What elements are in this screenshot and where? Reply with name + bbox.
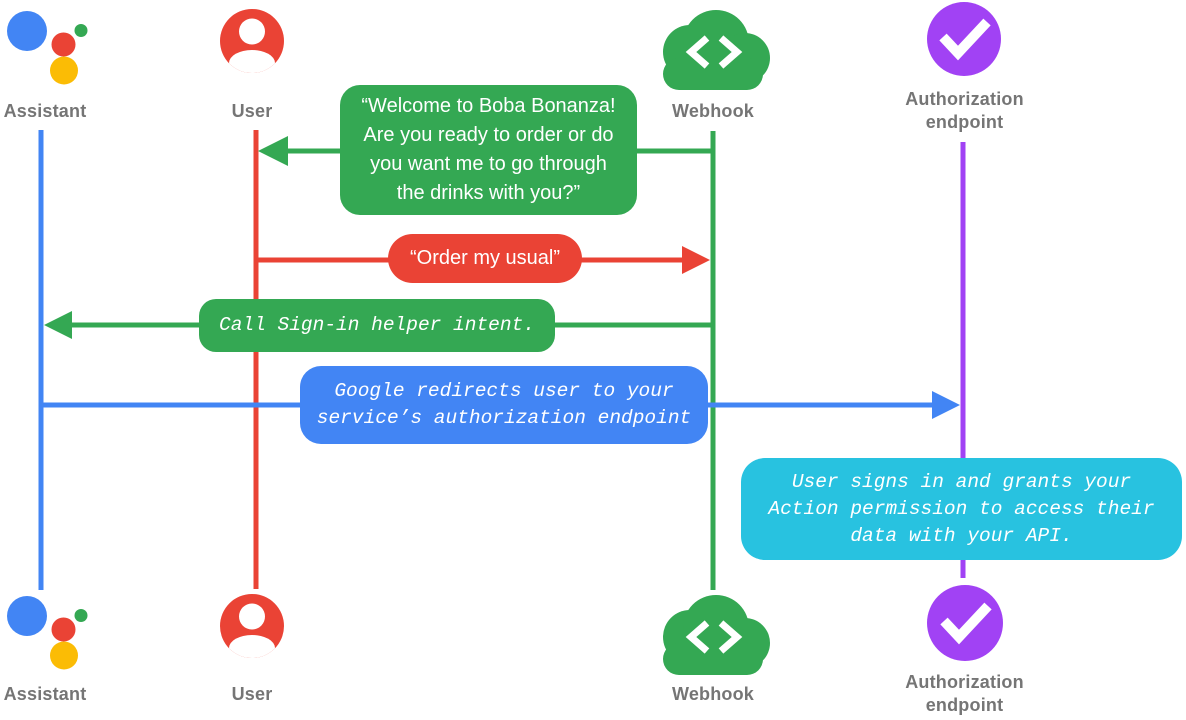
checkmark-icon [940, 602, 992, 645]
cloud-base [663, 58, 763, 90]
google-assistant-icon [7, 11, 88, 85]
message-bubble-order: “Order my usual” [388, 234, 582, 283]
code-bracket-right-icon [718, 35, 743, 69]
assistant-yellow-dot [50, 641, 78, 670]
message-bubble-welcome: “Welcome to Boba Bonanza! Are you ready … [340, 85, 637, 215]
actor-label-authorization: Authorization endpoint [905, 672, 1024, 715]
actor-label-webhook: Webhook [671, 101, 755, 121]
message-bubble-redirect: Google redirects user to your service’s … [300, 366, 708, 444]
message-bubble-signin: Call Sign-in helper intent. [199, 299, 555, 352]
authorization-check-icon [927, 2, 1001, 76]
authorization-check-icon [927, 585, 1003, 661]
code-bracket-left-icon [685, 35, 710, 69]
actor-label-user: User [231, 684, 273, 704]
auth-circle [927, 585, 1003, 661]
assistant-red-dot [51, 32, 76, 57]
checkmark-icon [939, 18, 991, 61]
arrowhead-left-icon [258, 136, 288, 166]
user-icon [220, 9, 284, 73]
auth-circle [927, 2, 1001, 76]
arrowhead-left-icon [44, 311, 72, 339]
webhook-cloud-icon [663, 10, 770, 90]
google-assistant-icon [7, 596, 88, 670]
user-head [239, 18, 265, 45]
user-shoulders [229, 50, 275, 73]
assistant-red-dot [51, 617, 76, 642]
code-bracket-left-icon [685, 620, 710, 654]
actor-label-user: User [231, 101, 273, 121]
arrowhead-right-icon [932, 391, 960, 419]
assistant-yellow-dot [50, 56, 78, 85]
actor-label-assistant: Assistant [3, 684, 87, 704]
cloud-base [663, 643, 763, 675]
webhook-cloud-icon [663, 595, 770, 675]
assistant-green-dot [74, 609, 88, 622]
user-head [239, 603, 265, 630]
assistant-blue-dot [7, 596, 47, 636]
user-shoulders [229, 635, 275, 658]
actor-label-webhook: Webhook [671, 684, 755, 704]
note-bubble-grant: User signs in and grants your Action per… [741, 458, 1182, 560]
user-icon [220, 594, 284, 658]
actor-label-authorization: Authorization endpoint [905, 89, 1024, 132]
assistant-green-dot [74, 24, 88, 37]
assistant-blue-dot [7, 11, 47, 51]
code-bracket-right-icon [718, 620, 743, 654]
arrowhead-right-icon [682, 246, 710, 274]
actor-label-assistant: Assistant [3, 101, 87, 121]
